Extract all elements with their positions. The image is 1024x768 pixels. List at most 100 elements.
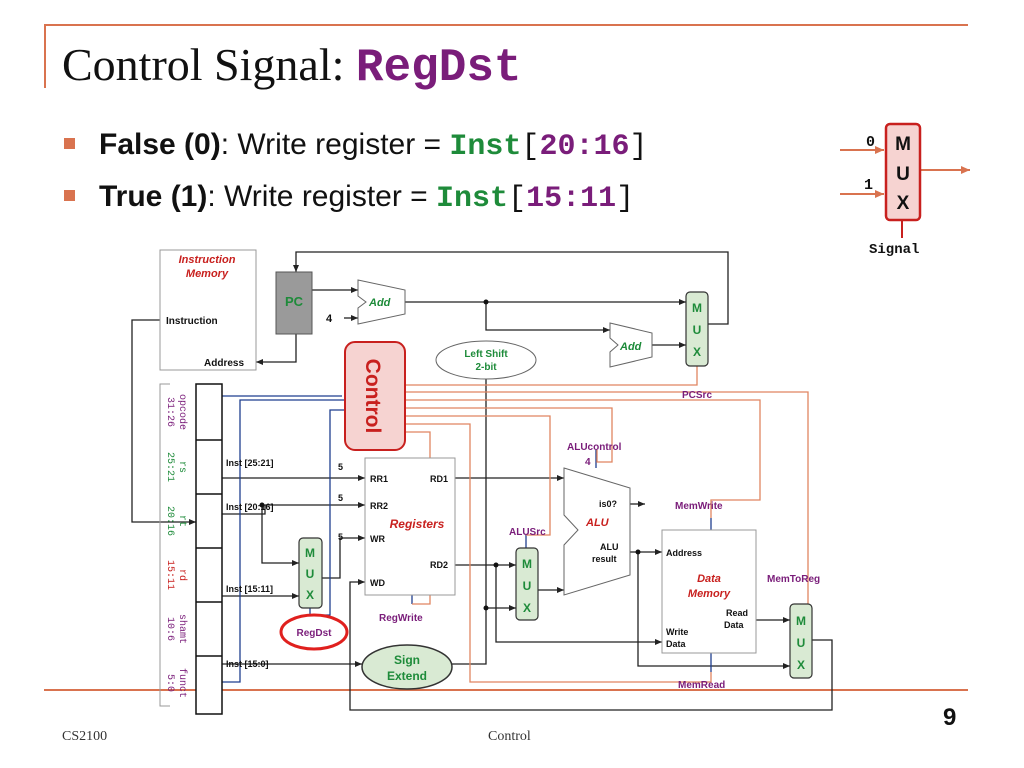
mini-mux-letter: U: [896, 164, 910, 185]
inst-15-11-label: Inst [15:11]: [226, 584, 273, 594]
footer-topic: Control: [488, 729, 531, 744]
adder-label: Add: [619, 341, 642, 353]
memwrite-label: MemWrite: [675, 501, 723, 512]
mux-letter: M: [692, 301, 702, 315]
mini-mux: M U X 0 1 Signal: [840, 122, 970, 258]
frame-bottom-line: [44, 689, 968, 691]
mini-mux-input-0-label: 0: [866, 134, 875, 151]
dmem-read-label: Read: [726, 608, 748, 618]
bullet-code-range: 15:11: [526, 182, 617, 216]
alu-result-label: result: [592, 554, 617, 564]
imem-instruction-label: Instruction: [166, 316, 218, 327]
pcsrc-label: PCSrc: [682, 390, 712, 401]
mux-letter: U: [523, 579, 532, 593]
mux-letter: M: [305, 546, 315, 560]
field-name-shamt: shamt: [176, 614, 188, 644]
mux-letter: M: [796, 614, 806, 628]
imem-address-label: Address: [204, 358, 244, 369]
rr2-label: RR2: [370, 501, 388, 511]
blue-wires: [222, 395, 712, 683]
alusrc-mux: M U X: [515, 547, 539, 621]
bullet-bracket-open: [: [521, 130, 540, 164]
bullet-label: False (0): [99, 128, 221, 161]
data-memory: Address Read Data Write Data Data Memory: [661, 529, 757, 654]
mini-mux-signal-label: Signal: [869, 242, 919, 258]
alu-result-label: ALU: [600, 542, 619, 552]
title-code: RegDst: [355, 42, 522, 94]
mux-letter: X: [797, 658, 805, 672]
mini-mux-input-1-label: 1: [864, 177, 873, 194]
imem-title: Memory: [186, 268, 229, 280]
field-labels: opcode 31:26 rs 25:21 rt 20:16 rd 15:11 …: [164, 394, 188, 698]
inst-20-16-label: Inst [20:16]: [226, 502, 274, 512]
bullet-label: True (1): [99, 180, 208, 213]
alucontrol-label: ALUcontrol: [567, 442, 622, 453]
bullet-code-inst: Inst: [436, 182, 509, 216]
inst-range-labels: Inst [25:21] Inst [20:16] Inst [15:11] I…: [226, 458, 343, 669]
regdst-mux: M U X: [298, 537, 323, 609]
width-five-label: 5: [338, 462, 343, 472]
mux-letter: X: [693, 345, 701, 359]
regdst-label: RegDst: [296, 628, 332, 639]
pc-label: PC: [285, 294, 304, 309]
bullet-text: : Write register =: [207, 180, 437, 213]
adder-branch: Add: [609, 322, 653, 368]
rd1-label: RD1: [430, 474, 448, 484]
alu-title: ALU: [585, 517, 610, 529]
field-name-funct: funct: [176, 668, 188, 698]
field-bits-rs: 25:21: [164, 452, 175, 482]
mux-letter: U: [306, 567, 315, 581]
mux-letter: X: [306, 588, 314, 602]
control-unit: Control: [344, 341, 406, 451]
mini-mux-letter: X: [897, 193, 910, 214]
alu-zero-label: is0?: [599, 499, 617, 509]
imem-title: Instruction: [179, 254, 236, 266]
wire-junctions: [259, 299, 641, 611]
bullet-true: True (1): Write register = Inst[15:11]: [64, 180, 634, 216]
memtoreg-mux: M U X: [789, 603, 813, 679]
bullet-code-inst: Inst: [449, 130, 522, 164]
field-name-rt: rt: [176, 515, 187, 527]
dmem-write-label: Write: [666, 627, 688, 637]
regdst-highlight-circle: [279, 613, 349, 651]
regwrite-label: RegWrite: [379, 613, 423, 624]
dmem-address-label: Address: [666, 548, 702, 558]
field-bits-opcode: 31:26: [164, 397, 175, 427]
left-shift-label: 2-bit: [475, 362, 497, 373]
bullet-marker: [64, 137, 75, 149]
left-shift-label: Left Shift: [464, 349, 508, 360]
field-bits-funct: 5:0: [164, 674, 175, 692]
rr1-label: RR1: [370, 474, 388, 484]
mux-letter: U: [693, 323, 702, 337]
inst-25-21-label: Inst [25:21]: [226, 458, 274, 468]
field-name-rd: rd: [176, 569, 188, 581]
slide-title: Control Signal: RegDst: [62, 38, 522, 94]
black-wires: [131, 251, 833, 711]
orange-control-wires: [405, 366, 809, 683]
dmem-title: Data: [697, 573, 721, 585]
bullet-text: : Write register =: [220, 128, 450, 161]
bullet-code-range: 20:16: [539, 130, 630, 164]
bullet-bracket-close: ]: [629, 130, 648, 164]
frame-top-line: [44, 24, 968, 26]
bullet-false: False (0): Write register = Inst[20:16]: [64, 128, 647, 164]
title-prefix: Control Signal:: [62, 39, 356, 90]
sign-extend-label: Extend: [387, 669, 427, 683]
width-five-label: 5: [338, 532, 343, 542]
mini-mux-letter: M: [895, 134, 911, 155]
footer-course: CS2100: [62, 729, 108, 744]
field-bits-rt: 20:16: [164, 506, 175, 536]
alusrc-label: ALUSrc: [509, 527, 546, 538]
pc-mux: M U X: [685, 291, 709, 367]
frame-left-line: [44, 24, 46, 88]
instruction-memory: Instruction Memory Instruction Address: [159, 249, 257, 371]
width-five-label: 5: [338, 493, 343, 503]
field-bits-rd: 15:11: [164, 560, 175, 590]
register-file: RR1 RR2 WR WD RD1 RD2 Registers: [364, 457, 456, 596]
mini-mux-box: [884, 122, 922, 222]
bullet-marker: [64, 189, 75, 201]
dmem-title: Memory: [688, 588, 731, 600]
inst-15-0-label: Inst [15:0]: [226, 659, 269, 669]
memread-label: MemRead: [678, 680, 725, 691]
